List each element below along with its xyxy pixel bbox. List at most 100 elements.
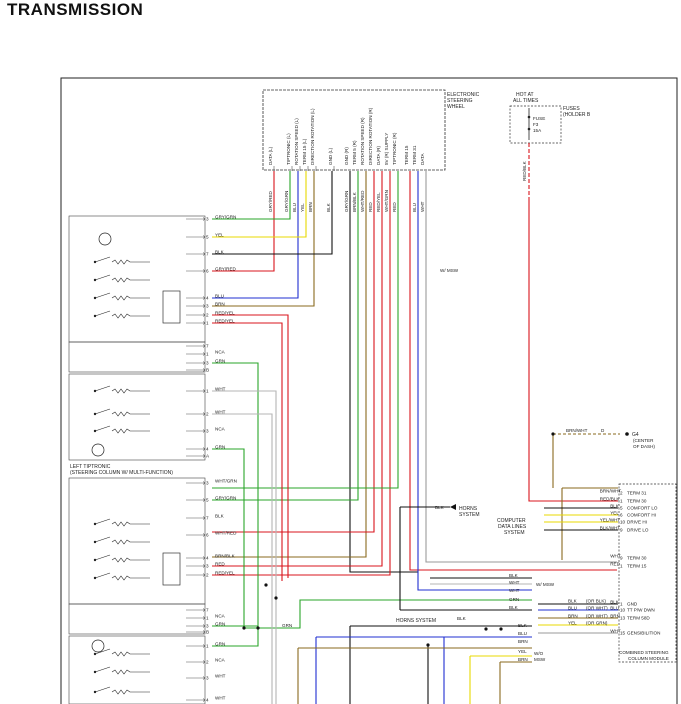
connector-wire-label: WHT: [215, 387, 226, 392]
module-pin-label: TERM 15: [627, 564, 647, 569]
connector-pin: 4: [206, 556, 209, 561]
module-pin-label: DRIVE HI: [627, 520, 647, 525]
connector-pin: 2: [206, 660, 209, 665]
alt-wire-color: YEL: [568, 621, 577, 626]
left-tiptronic-label-2: (STEERING COLUMN W/ MULTI-FUNCTION): [70, 470, 173, 476]
module-pin-label: GENSIBILITION: [627, 631, 660, 636]
module-pin-label: COMFORT HI: [627, 513, 656, 518]
connector-pin: 1: [206, 389, 209, 394]
connector-pin: 6: [206, 269, 209, 274]
fuse-wire-label: RED/BLK: [522, 160, 527, 181]
sw-pin-label-right: ROTATION SPEED (R): [360, 117, 365, 165]
connector-pin: 3: [206, 481, 209, 486]
horns-label-2: SYSTEM: [459, 512, 480, 518]
bundle-wire-label: BLU: [518, 631, 527, 636]
module-pin-label: COMFORT LO: [627, 506, 658, 511]
connector-pin: 2: [206, 313, 209, 318]
sw-wire-label: WHT: [420, 201, 425, 212]
module-pin-number: 1: [620, 602, 623, 607]
alt-wire-color: BRN: [568, 614, 578, 619]
bundle-wire-label: BRN: [518, 639, 528, 644]
page-title: TRANSMISSION: [7, 0, 144, 19]
alt-wire-label: (OR BLK): [586, 599, 606, 604]
module-wire-label: WHT: [610, 629, 621, 634]
connector-pin: 1: [206, 352, 209, 357]
module-wire-label: RED/BLK: [600, 497, 621, 502]
connector-pin: A: [206, 454, 210, 459]
connector-wire-label: NCA: [215, 614, 226, 619]
wires-group: [212, 143, 620, 704]
horns-inline-label: HORNS SYSTEM: [396, 618, 436, 624]
bundle-wire-label: GRN: [509, 597, 519, 602]
sw-pin-label-right: DIRECTION ROTATION (R): [368, 107, 373, 165]
module-wire-label: BRN: [610, 614, 620, 619]
alt-wire-label: (OR GRN): [586, 621, 608, 626]
ground-name-2: (CENTER: [633, 438, 654, 443]
bundle-wire-label: BRN: [518, 657, 528, 662]
module-pin-label: DRIVE LO: [627, 528, 649, 533]
connector-wire-label: WHT/RED: [215, 531, 237, 536]
connector-pin: 2: [206, 412, 209, 417]
connector-pin: 5: [206, 235, 209, 240]
connector-wire-label: GRN: [215, 359, 225, 364]
module-name-2: COLUMN MODULE: [628, 656, 669, 661]
alt-wire-label: (OR WHT): [586, 606, 608, 611]
ground-wire-label: BRN/WHT: [566, 428, 588, 433]
left-tiptronic-upper: [68, 215, 206, 461]
connector-wire-label: YEL: [215, 233, 224, 238]
sw-wire-label: WHT/GRN: [384, 190, 389, 212]
sw-pin-label-right: TERM 5 (R): [352, 140, 357, 165]
module-pin-number: 1: [620, 564, 623, 569]
fuse-label-1: FUSE: [533, 116, 545, 121]
module-wire-label: BLK/WHT: [600, 526, 621, 531]
alt-wire-color: BLU: [568, 606, 577, 611]
sw-pin-label-right: DATA (R): [376, 146, 381, 165]
connector-wire-label: WHT: [215, 696, 226, 701]
module-pin-number: 1: [620, 499, 623, 504]
connector-wire-label: NCA: [215, 350, 226, 355]
sw-wire-label: BLK: [326, 202, 331, 212]
steering-wheel-component: ELECTRONIC STEERING WHEEL DATA (L)TIPTRO…: [262, 89, 480, 212]
connector-wire-label: BLU: [215, 294, 224, 299]
connector-pin: 3: [206, 429, 209, 434]
connector-pin: B: [206, 630, 209, 635]
module-pin-number: 10: [620, 608, 626, 613]
module-pin-label: TT P/W DWN: [627, 608, 655, 613]
left-tiptronic-lower: [68, 477, 206, 704]
module-pin-label: TERM 30: [627, 556, 647, 561]
horns-wire-label: BLK: [435, 505, 445, 510]
module-pin-number: 5: [620, 506, 623, 511]
sw-pin-label-right: DATA: [420, 152, 425, 165]
module-pin-label: TERM 58D: [627, 616, 650, 621]
module-pin-number: 9: [620, 556, 623, 561]
connector-pin: 7: [206, 344, 209, 349]
horns-inline-wire: BLK: [457, 616, 467, 621]
fuse-component: HOT AT ALL TIMES FUSE F3 15A FUSES (HOLD…: [509, 92, 591, 181]
sw-pin-label-left: ROTATION SPEED (L): [294, 118, 299, 165]
junction-dots: [242, 432, 555, 647]
sw-wire-label: GRY/RED: [268, 190, 273, 212]
sw-wire-label: BLU: [292, 203, 297, 212]
connector-wire-label: GRY/GRN: [215, 496, 236, 501]
sw-pin-label-left: TIPTRONIC (L): [286, 133, 291, 165]
steering-wheel-name-2: STEERING: [447, 98, 473, 104]
alt-wire-color: BLK: [568, 599, 578, 604]
fuse-label-2: F3: [533, 122, 539, 127]
connector-wire-label: WHT: [215, 410, 226, 415]
connector-wire-label: BLK: [215, 514, 225, 519]
connector-wire-label: BRN: [215, 302, 225, 307]
bus-labels: W/ MSW W/ MSW W/O MSW GRN: [282, 268, 555, 662]
connector-pin: 1: [206, 644, 209, 649]
connector-wire-label: RED/YEL: [215, 571, 235, 576]
connector-pin: 7: [206, 516, 209, 521]
connector-pin: 4: [206, 447, 209, 452]
sw-wire-label: RED/YEL: [376, 192, 381, 212]
diagram-frame: [60, 77, 678, 704]
module-wire-label: RED: [610, 562, 620, 567]
connector-wire-label: GRN: [215, 445, 225, 450]
wo-msw-2: MSW: [534, 657, 546, 662]
connector-pin: 3: [206, 564, 209, 569]
fuse-holder-2: (HOLDER B: [563, 112, 591, 118]
connector-pin: 1: [206, 616, 209, 621]
